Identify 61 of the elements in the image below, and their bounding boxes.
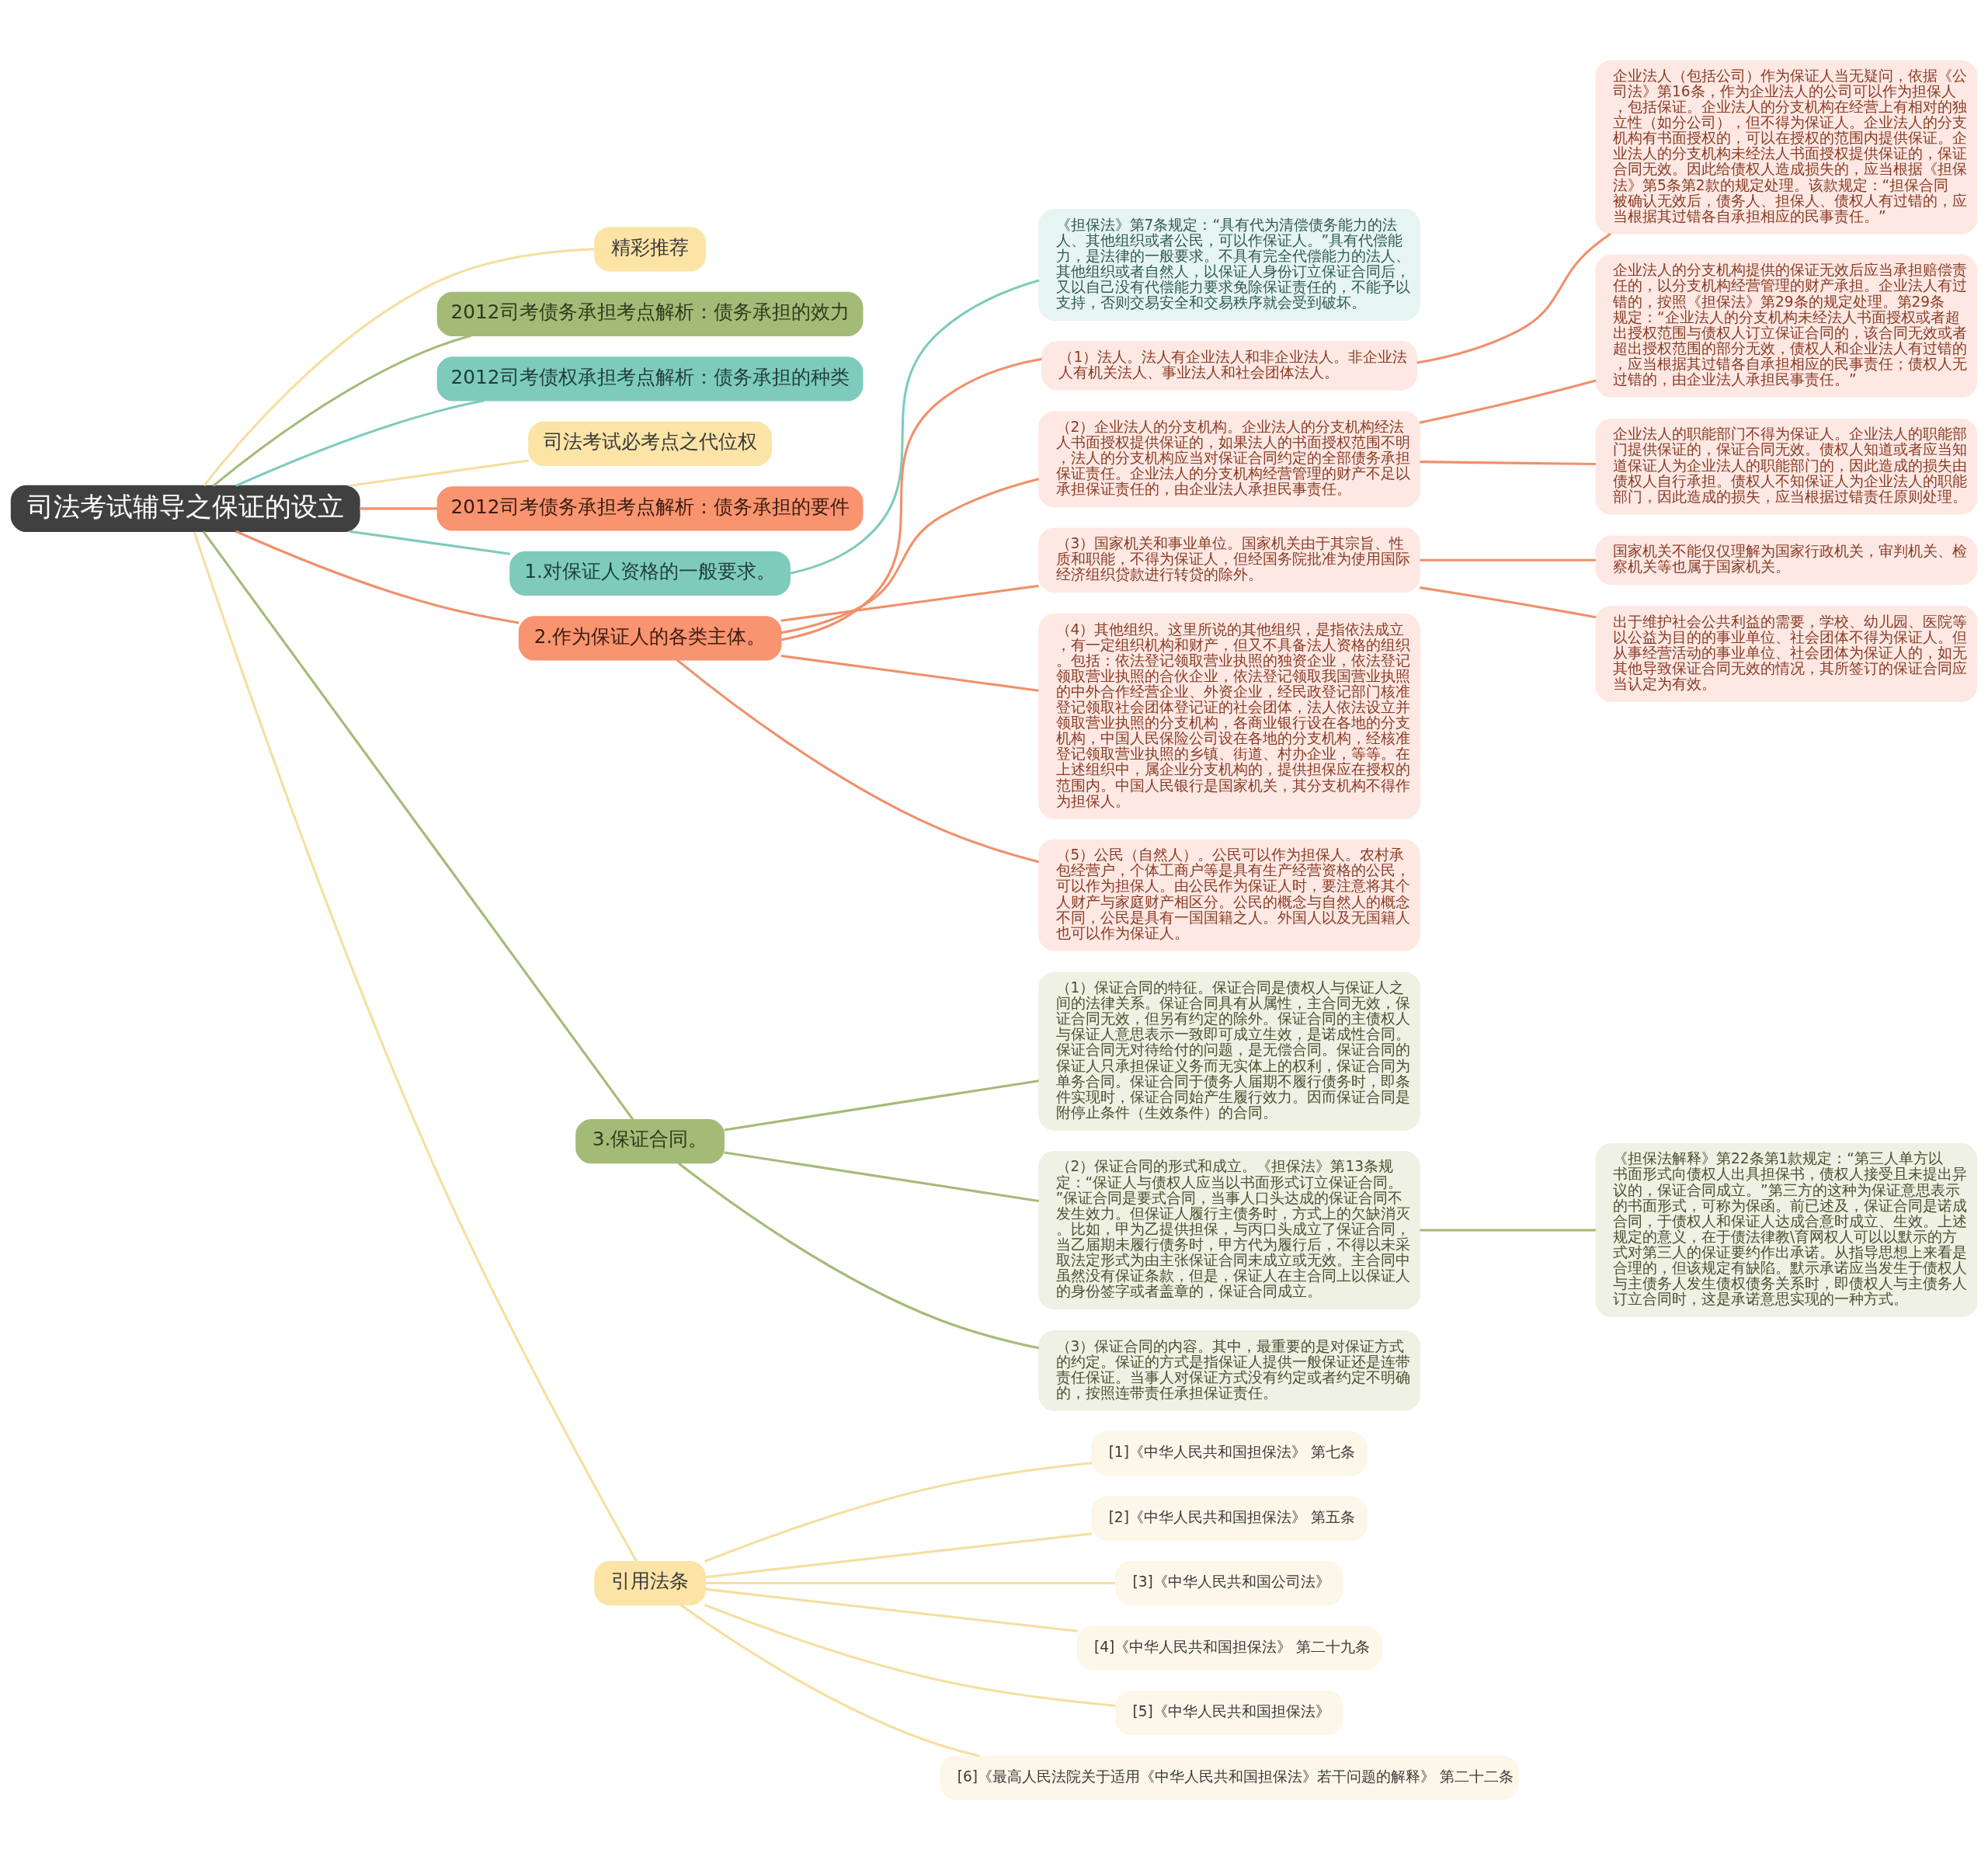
- node-box: （5）公民（自然人）。公民可以作为担保人。农村承包经营户，个体工商户等是具有生产经营资格的公民，可以作为担保人。由公民作为保证人时，要注意将其个人财产与家庭财产相区分。公民的概念与自然人的概念不同，公民是具有一国国籍之人。外国人以及无国籍人也可以作为保证人。: [1038, 839, 1420, 951]
- connector: [349, 530, 511, 555]
- connector: [202, 530, 634, 1121]
- connector: [679, 1604, 980, 1757]
- node-box: （3）保证合同的内容。其中，最重要的是对保证方式的约定。保证的方式是指保证人提供一般保证还是连带责任保证。当事人对保证方式没有约定或者约定不明确的，按照连带责任承担保证责任。: [1038, 1330, 1420, 1411]
- node-box: [3]《中华人民共和国公司法》: [1115, 1560, 1343, 1606]
- node-box: （2）保证合同的形式和成立。《担保法》第13条规定：“保证人与债权人应当以书面形式订立保证合同。”保证合同是要式合同，当事人口头达成的保证合同不发生效力。但保证人履行主债务时，方式上的欠缺消灭。比如，甲为乙提供担保，与丙口头成立了保证合同，当乙届期未履行债务时，甲方代为履行后，不得以未采取法定形式为由主张保证合同未成立或无效。主合同中虽然没有保证条款，但是，保证人在主合同上以保证人的身份签字或者盖章的，保证合同成立。: [1038, 1150, 1420, 1310]
- node-box: 2012司考债权承担考点解析：债务承担的种类: [436, 356, 864, 402]
- node-box: （1）保证合同的特征。保证合同是债权人与保证人之间的法律关系。保证合同具有从属性，主合同无效，保证合同无效，但另有约定的除外。保证合同的主债权人与保证人意思表示一致即可成立生效，是诺成性合同。保证合同无对待给付的问题，是无偿合同。保证合同的保证人只承担保证义务而无实体上的权利，保证合同为单务合同。保证合同于债务人届期不履行债务时，即条件实现时，保证合同始产生履行效力。因而保证合同是附停止条件（生效条件）的合同。: [1038, 972, 1420, 1131]
- connector: [235, 530, 520, 624]
- connector: [677, 1162, 1040, 1350]
- connector: [790, 279, 1040, 575]
- connector: [704, 1462, 1093, 1563]
- node-box: [5]《中华人民共和国担保法》: [1115, 1690, 1343, 1736]
- connector: [1420, 461, 1596, 466]
- node-box: （3）国家机关和事业单位。国家机关由于其宗旨、性质和职能，不得为保证人，但经国务院批准为使用国际经济组织贷款进行转贷的除外。: [1038, 527, 1420, 593]
- connector: [704, 1604, 1116, 1707]
- node-box: 国家机关不能仅仅理解为国家行政机关，审判机关、检察机关等也属于国家机关。: [1595, 535, 1978, 586]
- node-box: 司法考试辅导之保证的设立: [10, 485, 360, 532]
- node-box: 司法考试必考点之代位权: [528, 421, 772, 466]
- connector: [1420, 586, 1597, 619]
- connector: [705, 1582, 1116, 1585]
- node-box: 出于维护社会公共利益的需要，学校、幼儿园、医院等以公益为目的的事业单位、社会团体不得为保证人。但从事经营活动的事业单位、社会团体为保证人的，如无其他导致保证合同无效的情况，其所签订的保证合同应当认定为有效。: [1595, 606, 1978, 702]
- node-box: 3.保证合同。: [575, 1119, 725, 1164]
- node-box: 企业法人（包括公司）作为保证人当无疑问，依据《公司法》第16条，作为企业法人的公司可以作为担保人，包括保证。企业法人的分支机构在经营上有相对的独立性（如分公司），但不得为保证人。企业法人的分支机构有书面授权的，可以在授权的范围内提供保证。企业法人的分支机构未经法人书面授权提供保证的，保证合同无效。因此给债权人造成损失的，应当根据《担保法》第5条第2款的规定处理。该款规定：“担保合同被确认无效后，债务人、担保人、债权人有过错的，应当根据其过错各自承担相应的民事责任。”: [1595, 60, 1978, 235]
- connector: [1419, 379, 1597, 424]
- node-box: 1.对保证人资格的一般要求。: [509, 551, 791, 596]
- node-box: （1）法人。法人有企业法人和非企业法人。非企业法人有机关法人、事业法人和社会团体法人。: [1041, 341, 1417, 391]
- connector: [780, 478, 1040, 634]
- connector: [724, 1079, 1039, 1132]
- connector: [212, 334, 471, 487]
- node-box: 企业法人的职能部门不得为保证人。企业法人的职能部门提供保证的，保证合同无效。债权人知道或者应当知道保证人为企业法人的职能部门的，因此造成的损失由债权人自行承担。债权人不知保证人为企业法人的职能部门，因此造成的损失，应当根据过错责任原则处理。: [1595, 418, 1978, 515]
- connector: [705, 1532, 1093, 1579]
- node-box: [2]《中华人民共和国担保法》 第五条: [1091, 1496, 1368, 1541]
- connector: [780, 584, 1039, 622]
- node-box: 企业法人的分支机构提供的保证无效后应当承担赔偿责任的，以分支机构经营管理的财产承担。企业法人有过错的，按照《担保法》第29条的规定处理。第29条规定：“企业法人的分支机构未经法人书面授权或者超出授权范围与债权人订立保证合同的，该合同无效或者超出授权范围的部分无效，债权人和企业法人有过错的，应当根据其过错各自承担相应的民事责任；债权人无过错的，由企业法人承担民事责任。”: [1595, 254, 1978, 398]
- connector: [780, 654, 1039, 692]
- node-box: （2）企业法人的分支机构。企业法人的分支机构经法人书面授权提供保证的，如果法人的书面授权范围不明，法人的分支机构应当对保证合同约定的全部债务承担保证责任。企业法人的分支机构经营管理的财产不足以承担保证责任的，由企业法人承担民事责任。: [1038, 411, 1420, 508]
- connector: [676, 659, 1039, 864]
- connector: [349, 459, 529, 487]
- node-box: [6]《最高人民法院关于适用《中华人民共和国担保法》若干问题的解释》 第二十二条: [940, 1755, 1519, 1800]
- connector: [235, 399, 485, 487]
- node-box: 2.作为保证人的各类主体。: [518, 616, 782, 661]
- node-box: 《担保法解释》第22条第1款规定：“第三人单方以书面形式向债权人出具担保书，债权人接受且未提出异议的，保证合同成立。”第三方的这种为保证意思表示的书面形式，可称为保函。前已述及，保证合同是诺成合同，于债权人和保证人达成合意时成立、生效。上述规定的意义，在于债法律教\育网权人可以以默示的方式对第三人的保证要约作出承诺。从指导思想上来看是合理的，但该规定有缺陷。默示承诺应当发生于债权人与主债务人发生债权债务关系时，即债权人与主债务人订立合同时，这是承诺意思实现的一种方式。: [1595, 1142, 1978, 1318]
- connector: [360, 507, 438, 510]
- connector: [780, 357, 1042, 641]
- node-box: 精彩推荐: [594, 227, 706, 272]
- node-box: （4）其他组织。这里所说的其他组织，是指依法成立，有一定组织机构和财产，但又不具备法人资格的组织。包括：依法登记领取营业执照的独资企业，依法登记领取营业执照的合伙企业，依法登记领取我国营业执照的中外合作经营企业、外资企业，经民政登记部门核准登记领取社会团体登记证的社会团体，法人依法设立并领取营业执照的分支机构，各商业银行设在各地的分支机构，中国人民保险公司设在各地的分支机构，经核准登记领取营业执照的乡镇、街道、村办企业，等等。在上述组织中，属企业分支机构的，提供担保应在授权的范围内。中国人民银行是国家机关，其分支机构不得作为担保人。: [1038, 614, 1420, 819]
- node-box: [1]《中华人民共和国担保法》 第七条: [1091, 1431, 1368, 1476]
- connector: [1416, 232, 1611, 364]
- node-box: 引用法条: [594, 1560, 706, 1606]
- connector: [203, 248, 595, 487]
- connector: [1420, 558, 1596, 561]
- connector: [705, 1587, 1078, 1632]
- connector: [193, 531, 638, 1563]
- node-box: [4]《中华人民共和国担保法》 第二十九条: [1076, 1625, 1382, 1671]
- connector: [1420, 1229, 1596, 1232]
- connector: [724, 1151, 1039, 1202]
- node-box: 2012司考债务承担考点解析：债务承担的要件: [436, 486, 864, 531]
- node-box: 2012司考债务承担考点解析：债务承担的效力: [436, 291, 864, 336]
- node-box: 《担保法》第7条规定：“具有代为清偿债务能力的法人、其他组织或者公民，可以作保证人。”具有代偿能力，是法律的一般要求。不具有完全代偿能力的法人、其他组织或者自然人，以保证人身份订立保证合同后，又以自己没有代偿能力要求免除保证责任的，不能予以支持，否则交易安全和交易秩序就会受到破坏。: [1038, 209, 1420, 321]
